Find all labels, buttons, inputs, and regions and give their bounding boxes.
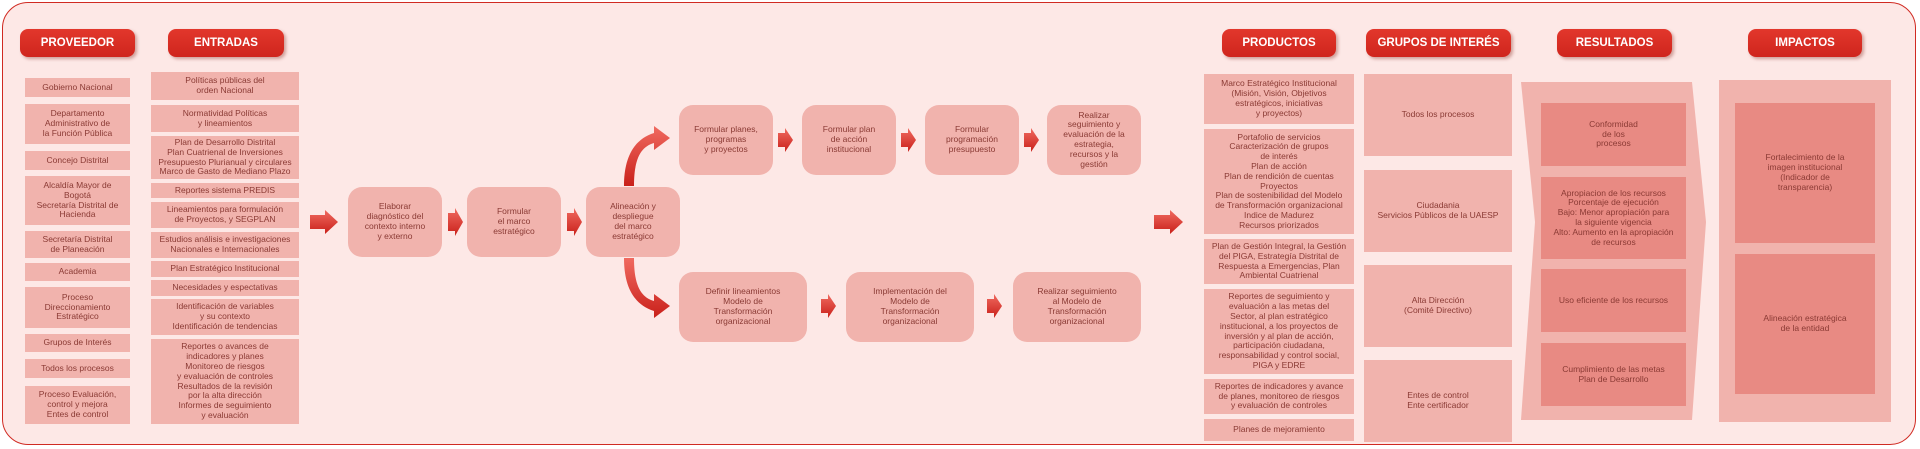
process-definir-lineamientos: Definir lineamientos Modelo de Transform… [679, 272, 807, 342]
producto-item: Plan de Gestión Integral, la Gestión del… [1204, 239, 1354, 284]
header-proveedor: PROVEEDOR [20, 29, 135, 57]
curve-down-arrow-icon [624, 258, 670, 318]
proveedor-item: Departamento Administrativo de la Funció… [25, 104, 130, 144]
resultado-item: Apropiacion de los recursos Porcentaje d… [1541, 177, 1686, 259]
entrada-item: Reportes o avances de indicadores y plan… [151, 339, 299, 424]
resultado-item: Cumplimiento de las metas Plan de Desarr… [1541, 343, 1686, 406]
proveedor-item: Alcaldía Mayor de Bogotá Secretaría Dist… [25, 176, 130, 225]
arrow-right-icon [778, 128, 793, 152]
proveedor-item: Proceso Direccionamiento Estratégico [25, 287, 130, 328]
header-entradas: ENTRADAS [168, 29, 284, 57]
arrow-right-icon [987, 294, 1002, 318]
resultado-item: Uso eficiente de los recursos [1541, 269, 1686, 332]
process-seguimiento-modelo: Realizar seguimiento al Modelo de Transf… [1013, 272, 1141, 342]
proveedor-item: Academia [25, 263, 130, 281]
grupo-item: Alta Dirección (Comité Directivo) [1364, 265, 1512, 347]
resultado-item: Conformidad de los procesos [1541, 103, 1686, 166]
entrada-item: Reportes sistema PREDIS [151, 183, 299, 198]
curve-up-arrow-icon [624, 126, 670, 186]
grupo-item: Entes de control Ente certificador [1364, 360, 1512, 442]
header-resultados: RESULTADOS [1557, 29, 1672, 57]
entrada-item: Necesidades y espectativas [151, 280, 299, 296]
proveedor-item: Gobierno Nacional [25, 78, 130, 97]
arrow-right-icon [448, 208, 463, 236]
proveedor-item: Todos los procesos [25, 359, 130, 378]
entrada-item: Políticas públicas del orden Nacional [151, 72, 299, 100]
entrada-item: Estudios análisis e investigaciones Naci… [151, 232, 299, 258]
entrada-item: Plan de Desarrollo Distrital Plan Cuatri… [151, 136, 299, 179]
entrada-item: Identificación de variables y su context… [151, 299, 299, 335]
process-formular-marco: Formular el marco estratégico [467, 187, 561, 257]
process-implementacion-modelo: Implementación del Modelo de Transformac… [846, 272, 974, 342]
process-formular-presupuesto: Formular programación presupuesto [925, 105, 1019, 175]
arrow-right-icon [901, 128, 916, 152]
entrada-item: Plan Estratégico Institucional [151, 261, 299, 277]
process-alineacion: Alineación y despliegue del marco estrat… [586, 187, 680, 257]
header-impactos: IMPACTOS [1748, 29, 1862, 57]
output-arrow-icon [1154, 210, 1183, 234]
entrada-item: Lineamientos para formulación de Proyect… [151, 202, 299, 228]
process-realizar-seguimiento: Realizar seguimiento y evaluación de la … [1047, 105, 1141, 175]
arrow-right-icon [1024, 128, 1039, 152]
process-formular-planes: Formular planes, programas y proyectos [679, 105, 773, 175]
proveedor-item: Concejo Distrital [25, 151, 130, 170]
proveedor-item: Grupos de Interés [25, 334, 130, 352]
grupo-item: Ciudadania Servicios Públicos de la UAES… [1364, 170, 1512, 252]
entrada-item: Normatividad Políticas y lineamientos [151, 105, 299, 132]
header-productos: PRODUCTOS [1222, 29, 1336, 57]
proveedor-item: Secretaría Distrital de Planeación [25, 231, 130, 258]
impacto-item: Fortalecimiento de la imagen institucion… [1735, 103, 1875, 243]
process-formular-plan-accion: Formular plan de acción institucional [802, 105, 896, 175]
producto-item: Reportes de seguimiento y evaluación a l… [1204, 289, 1354, 374]
producto-item: Reportes de indicadores y avance de plan… [1204, 379, 1354, 414]
producto-item: Portafolio de servicios Caracterización … [1204, 129, 1354, 234]
grupo-item: Todos los procesos [1364, 74, 1512, 156]
header-grupos: GRUPOS DE INTERÉS [1366, 29, 1511, 57]
input-arrow-icon [310, 210, 338, 234]
process-elaborar-diagnostico: Elaborar diagnóstico del contexto intern… [348, 187, 442, 257]
proveedor-item: Proceso Evaluación, control y mejora Ent… [25, 386, 130, 424]
producto-item: Planes de mejoramiento [1204, 419, 1354, 441]
impacto-item: Alineación estratégica de la entidad [1735, 254, 1875, 394]
producto-item: Marco Estratégico Institucional (Misión,… [1204, 74, 1354, 124]
arrow-right-icon [567, 208, 582, 236]
arrow-right-icon [821, 294, 836, 318]
